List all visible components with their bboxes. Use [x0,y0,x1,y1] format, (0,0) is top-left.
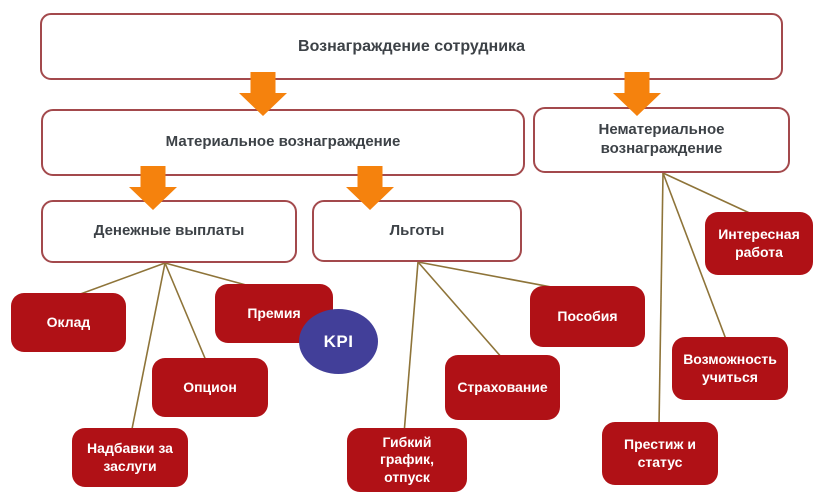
node-option-label: Опцион [183,378,237,395]
node-root-label: Вознаграждение сотрудника [298,37,525,55]
connector-benefits-insurance [417,261,504,360]
node-flex: Гибкий график, отпуск [347,428,467,492]
node-prestige: Престиж и статус [602,422,718,485]
node-option: Опцион [152,358,268,417]
node-prestige-label: Престиж и статус [624,436,696,470]
connector-benefits-flex [403,261,419,435]
node-merit: Надбавки за заслуги [72,428,188,487]
node-kpi-label: KPI [323,331,354,351]
node-learning-label: Возможность учиться [683,351,777,385]
node-cash: Денежные выплаты [41,200,297,263]
node-insurance-label: Страхование [457,378,548,395]
node-learning: Возможность учиться [672,337,788,400]
node-cash-label: Денежные выплаты [93,222,245,240]
node-flex-label: Гибкий график, отпуск [380,433,434,485]
node-nonmaterial-label: Нематериальное вознаграждение [598,121,725,157]
node-salary-label: Оклад [46,313,91,330]
connector-nonmaterial-interesting [662,172,757,217]
connector-nonmaterial-prestige [658,172,664,427]
connector-cash-option [164,262,208,364]
node-kpi: KPI [299,309,378,374]
node-interesting: Интересная работа [705,212,813,275]
node-bonus-label: Премия [247,304,301,321]
node-nonmaterial: Нематериальное вознаграждение [533,107,790,173]
node-allowances-label: Пособия [557,307,618,324]
node-root: Вознаграждение сотрудника [40,13,783,80]
node-allowances: Пособия [530,286,645,347]
node-benefits-label: Льготы [389,221,445,239]
node-salary: Оклад [11,293,126,352]
node-interesting-label: Интересная работа [718,226,800,260]
node-material: Материальное вознаграждение [41,109,525,176]
node-insurance: Страхование [445,355,560,420]
node-merit-label: Надбавки за заслуги [87,440,173,474]
node-benefits: Льготы [312,200,522,262]
node-material-label: Материальное вознаграждение [165,133,401,151]
